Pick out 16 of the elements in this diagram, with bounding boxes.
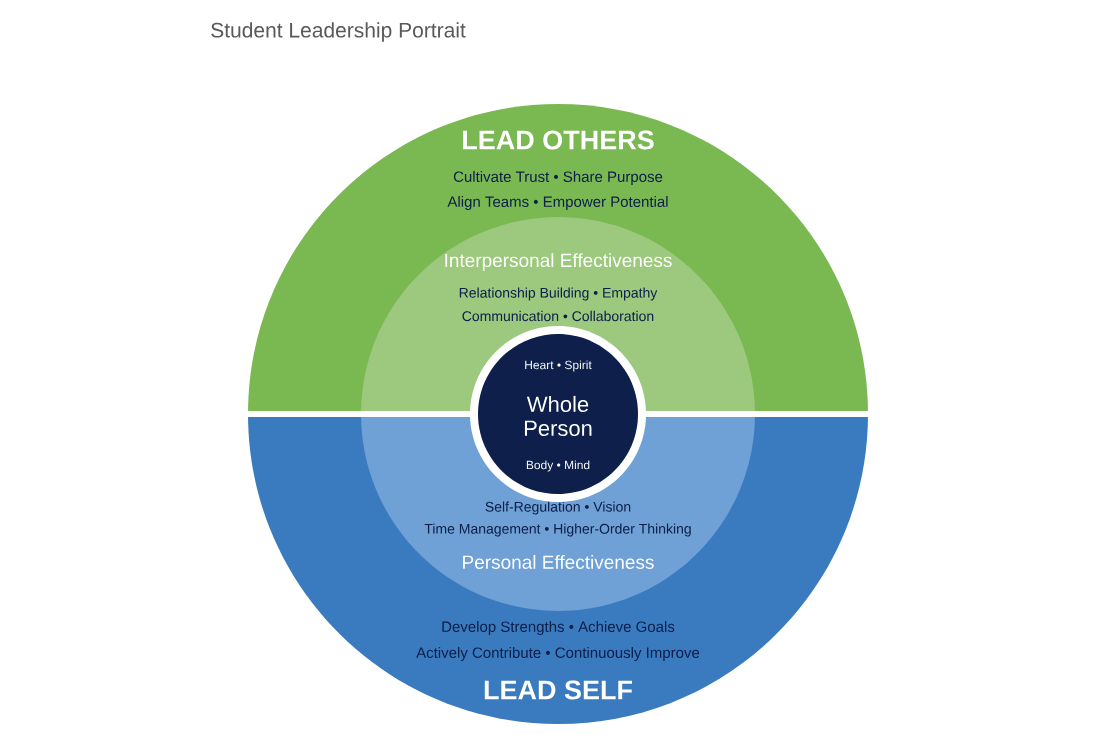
ring-heading: Personal Effectiveness bbox=[463, 555, 654, 569]
band-heading: LEAD OTHERS bbox=[463, 130, 654, 150]
center-heading: Whole Person bbox=[524, 395, 592, 437]
trait-list: Cultivate Trust • Share Purpose bbox=[453, 171, 663, 185]
trait-list: Communication • Collaboration bbox=[462, 310, 654, 322]
trait-list: Actively Contribute • Continuously Improve bbox=[416, 647, 700, 661]
page-title: Student Leadership Portrait bbox=[211, 22, 466, 42]
band-heading: LEAD SELF bbox=[484, 680, 632, 700]
trait-list: Time Management • Higher-Order Thinking bbox=[424, 523, 691, 537]
ring-heading: Interpersonal Effectiveness bbox=[445, 253, 672, 271]
trait-list: Develop Strengths • Achieve Goals bbox=[442, 621, 675, 635]
trait-list: Self-Regulation • Vision bbox=[485, 501, 631, 515]
trait-list: Relationship Building • Empathy bbox=[459, 287, 658, 301]
center-traits: Heart • Spirit bbox=[525, 360, 592, 372]
trait-list: Align Teams • Empower Potential bbox=[447, 196, 668, 210]
center-traits: Body • Mind bbox=[526, 460, 590, 472]
